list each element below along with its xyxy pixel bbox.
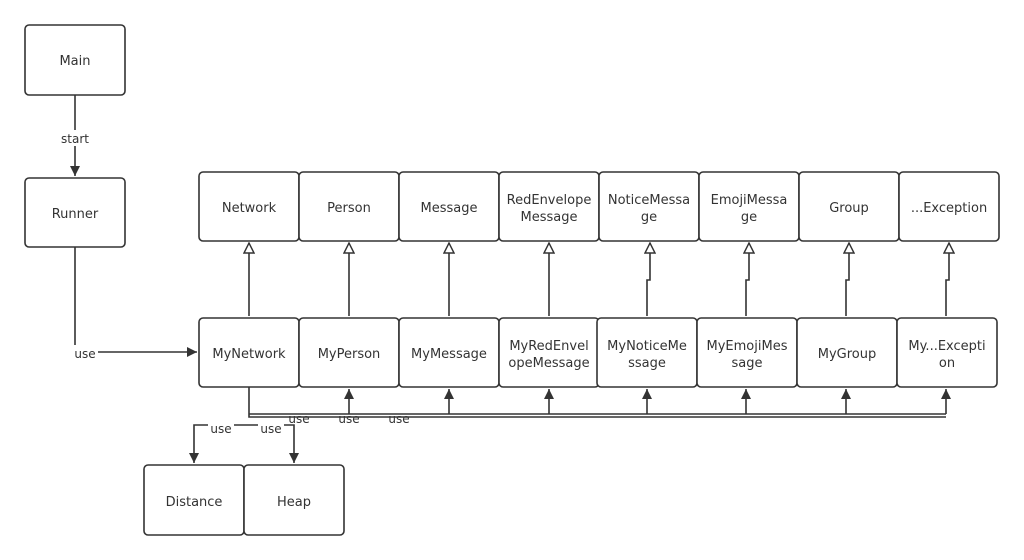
node-mynetwork-label: MyNetwork bbox=[212, 347, 286, 362]
node-network[interactable]: Network bbox=[198, 171, 300, 242]
node-runner[interactable]: Runner bbox=[24, 177, 126, 248]
edge-myemoji-emoji bbox=[746, 243, 749, 316]
node-mygroup[interactable]: MyGroup bbox=[796, 317, 898, 388]
edge-myexception-exception bbox=[946, 243, 949, 316]
label-distance-use: use bbox=[210, 422, 231, 436]
node-main[interactable]: Main bbox=[24, 24, 126, 96]
node-mynotice-message[interactable]: MyNoticeMe ssage bbox=[596, 317, 698, 388]
edge-mygroup-group bbox=[846, 243, 849, 316]
node-group-label: Group bbox=[829, 201, 869, 216]
node-myexception[interactable]: My...Excepti on bbox=[896, 317, 998, 388]
node-redenvelope-message-label-2: Message bbox=[521, 210, 578, 225]
label-person-use: use bbox=[288, 412, 309, 426]
node-emoji-message[interactable]: EmojiMessa ge bbox=[698, 171, 800, 242]
label-runner-use: use bbox=[74, 347, 95, 361]
node-myredenvelope-message-label-1: MyRedEnvel bbox=[509, 339, 588, 354]
node-mynetwork[interactable]: MyNetwork bbox=[198, 317, 300, 388]
node-group[interactable]: Group bbox=[798, 171, 900, 242]
node-network-label: Network bbox=[222, 201, 277, 216]
node-exception-label: ...Exception bbox=[911, 201, 987, 216]
node-myperson[interactable]: MyPerson bbox=[298, 317, 400, 388]
node-notice-message-label-1: NoticeMessa bbox=[608, 193, 690, 208]
node-mynotice-message-label-2: ssage bbox=[628, 356, 666, 371]
node-exception[interactable]: ...Exception bbox=[898, 171, 1000, 242]
node-myperson-label: MyPerson bbox=[318, 347, 381, 362]
node-notice-message-label-2: ge bbox=[641, 210, 657, 225]
node-main-label: Main bbox=[59, 54, 90, 69]
node-runner-label: Runner bbox=[52, 207, 99, 222]
node-emoji-message-label-1: EmojiMessa bbox=[711, 193, 788, 208]
node-mymessage[interactable]: MyMessage bbox=[398, 317, 500, 388]
node-message[interactable]: Message bbox=[398, 171, 500, 242]
node-myemoji-message-label-1: MyEmojiMes bbox=[707, 339, 788, 354]
node-notice-message[interactable]: NoticeMessa ge bbox=[598, 171, 700, 242]
node-person-label: Person bbox=[327, 201, 371, 216]
node-myemoji-message[interactable]: MyEmojiMes sage bbox=[696, 317, 798, 388]
edges bbox=[70, 95, 949, 463]
nodes: Main Runner Network Person Message bbox=[24, 24, 1000, 536]
node-heap[interactable]: Heap bbox=[243, 464, 345, 536]
node-heap-label: Heap bbox=[277, 495, 311, 510]
edge-runner-mynetwork bbox=[74, 247, 197, 357]
edge-mynotice-notice bbox=[647, 243, 650, 316]
label-redenvelope-use: use bbox=[388, 412, 409, 426]
label-message-use: use bbox=[338, 412, 359, 426]
node-emoji-message-label-2: ge bbox=[741, 210, 757, 225]
label-heap-use: use bbox=[260, 422, 281, 436]
node-mygroup-label: MyGroup bbox=[818, 347, 877, 362]
node-person[interactable]: Person bbox=[298, 171, 400, 242]
node-myemoji-message-label-2: sage bbox=[732, 356, 763, 371]
label-start: start bbox=[61, 132, 89, 146]
node-myexception-label-1: My...Excepti bbox=[908, 339, 985, 354]
node-myexception-label-2: on bbox=[939, 356, 955, 371]
node-distance-label: Distance bbox=[166, 495, 223, 510]
node-redenvelope-message-label-1: RedEnvelope bbox=[507, 193, 592, 208]
node-myredenvelope-message-label-2: opeMessage bbox=[508, 356, 589, 371]
edge-mynetwork-use-bus bbox=[248, 387, 946, 418]
node-message-label: Message bbox=[421, 201, 478, 216]
node-mymessage-label: MyMessage bbox=[411, 347, 487, 362]
node-myredenvelope-message[interactable]: MyRedEnvel opeMessage bbox=[498, 317, 600, 388]
node-mynotice-message-label-1: MyNoticeMe bbox=[607, 339, 687, 354]
node-distance[interactable]: Distance bbox=[143, 464, 245, 536]
node-redenvelope-message[interactable]: RedEnvelope Message bbox=[498, 171, 600, 242]
edge-labels: start use use use use use use bbox=[60, 130, 410, 436]
